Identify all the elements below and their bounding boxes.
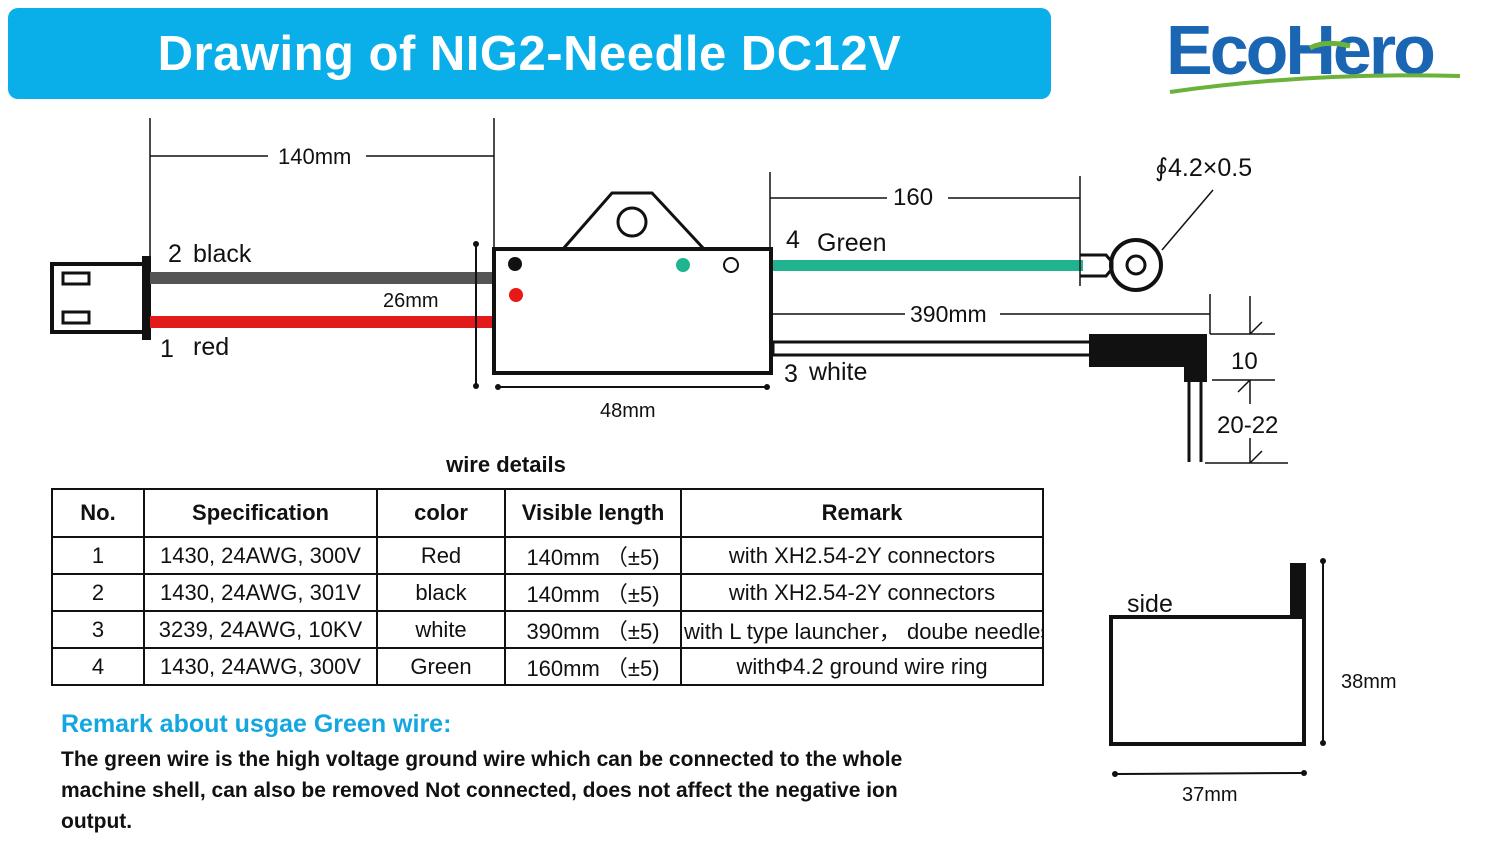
cell-remark: with XH2.54-2Y connectors — [680, 573, 1044, 612]
table-caption: wire details — [446, 452, 566, 477]
cell-no: 2 — [51, 573, 145, 612]
cell-specification: 1430, 24AWG, 300V — [143, 647, 378, 686]
header-remark: Remark — [680, 488, 1044, 538]
wire2-number: 2 — [168, 240, 182, 268]
ring-size-leader — [1161, 189, 1214, 251]
module-body — [492, 191, 773, 375]
terminal-white-dot — [723, 257, 739, 273]
ring-size-label: ∮4.2×0.5 — [1155, 154, 1252, 182]
logo-leaf — [1308, 40, 1351, 51]
header-color: color — [376, 488, 506, 538]
cell-color: black — [376, 573, 506, 612]
cell-specification: 1430, 24AWG, 300V — [143, 536, 378, 575]
ecohero-logo: EcoHero — [1166, 11, 1461, 94]
l-type-launcher — [1089, 334, 1207, 462]
table-header-row: No. Specification color Visible length R… — [51, 488, 1044, 538]
cell-no: 3 — [51, 610, 145, 649]
table-row: 3 3239, 24AWG, 10KV white 390mm （±5) wit… — [51, 610, 1044, 649]
side-view — [1109, 558, 1326, 777]
dim-140mm — [149, 118, 495, 262]
white-wire — [771, 340, 1093, 357]
remark-title: Remark about usgae Green wire: — [61, 710, 452, 738]
dim-390mm — [773, 294, 1211, 334]
wire2-name: black — [193, 240, 252, 268]
dim-390mm-label: 390mm — [910, 301, 987, 327]
logo-swoosh — [1169, 73, 1461, 94]
dim-140mm-label: 140mm — [278, 144, 351, 169]
header-visible-length: Visible length — [504, 488, 682, 538]
dim-160 — [769, 172, 1081, 286]
wire3-name: white — [808, 358, 867, 386]
table-row: 2 1430, 24AWG, 301V black 140mm （±5) wit… — [51, 573, 1044, 612]
cell-no: 1 — [51, 536, 145, 575]
side-view-label: side — [1127, 590, 1173, 618]
dim-needle — [1205, 296, 1288, 464]
green-wire — [773, 260, 1083, 271]
cell-specification: 1430, 24AWG, 301V — [143, 573, 378, 612]
wire4-name: Green — [817, 229, 886, 257]
wire4-number: 4 — [786, 226, 800, 254]
black-wire — [150, 272, 494, 284]
side-height-label: 38mm — [1341, 671, 1397, 693]
terminal-red-dot — [509, 288, 523, 302]
dim-needle-bend-label: 10 — [1231, 348, 1258, 375]
header-specification: Specification — [143, 488, 378, 538]
cell-specification: 3239, 24AWG, 10KV — [143, 610, 378, 649]
red-wire — [150, 316, 494, 328]
wire1-number: 1 — [160, 335, 174, 363]
terminal-black-dot — [508, 257, 522, 271]
cell-remark: with L type launcher， doube needles — [680, 610, 1044, 649]
dim-160-label: 160 — [893, 184, 933, 211]
header-no: No. — [51, 488, 145, 538]
cell-color: white — [376, 610, 506, 649]
cell-visible-length: 390mm （±5) — [504, 610, 682, 649]
side-width-label: 37mm — [1182, 784, 1238, 806]
cell-visible-length: 140mm （±5) — [504, 573, 682, 612]
cell-remark: with XH2.54-2Y connectors — [680, 536, 1044, 575]
table-row: 1 1430, 24AWG, 300V Red 140mm （±5) with … — [51, 536, 1044, 575]
remark-body: The green wire is the high voltage groun… — [61, 748, 903, 833]
title-banner: Drawing of NIG2-Needle DC12V — [8, 8, 1051, 99]
cell-color: Red — [376, 536, 506, 575]
dim-needle-tip-label: 20-22 — [1217, 412, 1278, 439]
dim-26mm-label: 26mm — [383, 290, 439, 312]
cell-color: Green — [376, 647, 506, 686]
wire-details-table: No. Specification color Visible length R… — [51, 488, 1044, 686]
wire3-number: 3 — [784, 360, 798, 388]
terminal-green-dot — [676, 258, 690, 272]
cell-visible-length: 160mm （±5) — [504, 647, 682, 686]
cell-no: 4 — [51, 647, 145, 686]
dim-48mm-label: 48mm — [600, 400, 656, 422]
cell-visible-length: 140mm （±5) — [504, 536, 682, 575]
table-row: 4 1430, 24AWG, 300V Green 160mm （±5) wit… — [51, 647, 1044, 686]
connector-housing — [50, 256, 151, 340]
ground-ring-terminal — [1080, 238, 1163, 292]
dim-48mm — [495, 384, 770, 390]
page-title: Drawing of NIG2-Needle DC12V — [157, 26, 902, 81]
cell-remark: withΦ4.2 ground wire ring — [680, 647, 1044, 686]
dim-26mm — [473, 241, 479, 389]
wire1-name: red — [193, 333, 229, 361]
